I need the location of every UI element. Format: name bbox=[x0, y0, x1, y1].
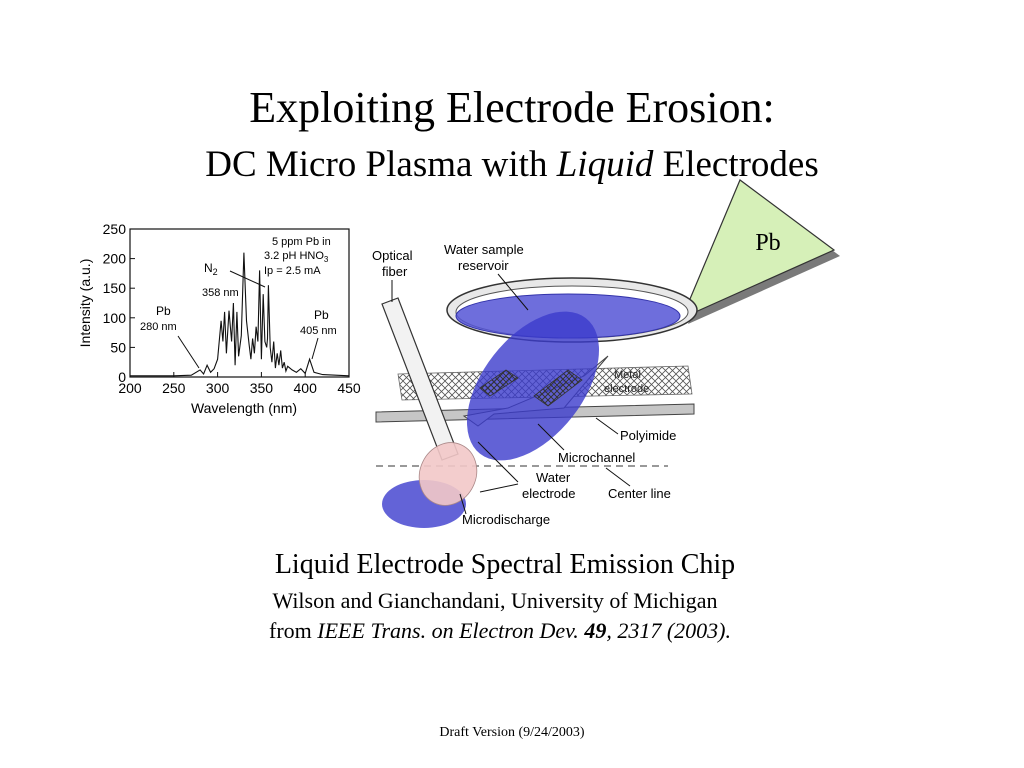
y-axis-label: Intensity (a.u.) bbox=[77, 259, 93, 348]
x-tick-label: 400 bbox=[294, 380, 318, 396]
fiber-tip-glow bbox=[418, 442, 478, 506]
slide-subtitle: DC Micro Plasma with Liquid Electrodes bbox=[0, 142, 1024, 188]
arrow-water-electrode-2 bbox=[479, 483, 519, 493]
conditions-line-3: Ip = 2.5 mA bbox=[264, 265, 321, 277]
n2-label: N2 bbox=[204, 261, 218, 277]
subtitle-italic-word: Liquid bbox=[556, 144, 654, 185]
label-optical-fiber-1: Optical bbox=[372, 248, 413, 263]
conditions-line-2: 3.2 pH HNO3 bbox=[264, 250, 329, 264]
label-optical-fiber-2: fiber bbox=[382, 264, 408, 279]
conditions-subscript: 3 bbox=[324, 255, 329, 264]
footer-draft-version: Draft Version (9/24/2003) bbox=[439, 725, 585, 740]
reference-prefix: from bbox=[269, 618, 318, 643]
x-axis-label: Wavelength (nm) bbox=[191, 400, 297, 416]
pb405-label: Pb bbox=[314, 308, 329, 322]
y-axis-ticks: 0 50 100 150 200 250 bbox=[103, 221, 135, 385]
arrow-microchannel bbox=[537, 423, 565, 451]
arrow-reservoir bbox=[497, 273, 529, 311]
figure-caption: Liquid Electrode Spectral Emission Chip bbox=[274, 549, 736, 580]
y-tick-label: 200 bbox=[103, 251, 127, 267]
reference-pages: , 2317 (2003). bbox=[606, 618, 731, 643]
x-axis-ticks: 200 250 300 350 400 450 bbox=[118, 372, 361, 396]
n2-label-text: N bbox=[204, 261, 213, 275]
y-tick-label: 250 bbox=[103, 221, 127, 237]
y-tick-label: 100 bbox=[103, 310, 127, 326]
pb405-arrow bbox=[311, 337, 319, 360]
chip-diagram: Pb Optical fiber Water sample reservoir … bbox=[372, 179, 840, 528]
label-polyimide: Polyimide bbox=[620, 428, 676, 443]
label-water-electrode-2: electrode bbox=[522, 486, 575, 501]
conditions-line-2-text: 3.2 pH HNO bbox=[264, 250, 324, 262]
arrow-microdischarge bbox=[459, 493, 467, 515]
reference-volume-wrap: 49 bbox=[584, 618, 606, 643]
n2-arrow bbox=[229, 270, 266, 288]
pb-callout bbox=[680, 179, 836, 320]
x-tick-label: 450 bbox=[337, 380, 361, 396]
label-microdischarge: Microdischarge bbox=[462, 512, 550, 527]
figure-reference: from IEEE Trans. on Electron Dev. 49, 23… bbox=[0, 618, 1000, 644]
metal-electrode-pad-left bbox=[479, 369, 519, 397]
arrow-polyimide bbox=[595, 417, 619, 435]
label-water-electrode-1: Water bbox=[536, 470, 571, 485]
x-tick-label: 200 bbox=[118, 380, 142, 396]
label-center-line: Center line bbox=[608, 486, 671, 501]
label-microchannel: Microchannel bbox=[558, 450, 635, 465]
x-tick-label: 350 bbox=[250, 380, 274, 396]
subtitle-part-1: DC Micro Plasma with bbox=[205, 144, 557, 185]
pb280-label: Pb bbox=[156, 304, 171, 318]
arrow-water-electrode-1 bbox=[477, 441, 519, 483]
label-metal-electrode-1: Metal bbox=[614, 369, 641, 381]
n2-subscript: 2 bbox=[213, 267, 218, 277]
pb405-wavelength: 405 nm bbox=[300, 325, 337, 337]
y-tick-label: 0 bbox=[118, 369, 126, 385]
n2-wavelength: 358 nm bbox=[202, 287, 239, 299]
subtitle-part-2: Electrodes bbox=[653, 144, 819, 185]
label-metal-electrode-2: electrode bbox=[604, 383, 649, 395]
slide-title: Exploiting Electrode Erosion: bbox=[249, 83, 775, 132]
metal-electrode-pad-right bbox=[533, 369, 583, 407]
x-tick-label: 300 bbox=[206, 380, 230, 396]
reference-volume: 49 bbox=[584, 618, 607, 643]
spectrum-series-line bbox=[130, 252, 350, 377]
pb280-wavelength: 280 nm bbox=[140, 321, 177, 333]
y-tick-label: 150 bbox=[103, 280, 127, 296]
figure-authors: Wilson and Gianchandani, University of M… bbox=[272, 588, 718, 613]
label-reservoir-2: reservoir bbox=[458, 258, 509, 273]
pb280-arrow bbox=[177, 335, 200, 369]
pb-callout-label: Pb bbox=[755, 230, 780, 256]
y-tick-label: 50 bbox=[110, 339, 126, 355]
x-tick-label: 250 bbox=[162, 380, 186, 396]
label-reservoir-1: Water sample bbox=[444, 242, 524, 257]
arrow-center-line bbox=[605, 467, 631, 487]
water-electrode-blob bbox=[467, 311, 599, 461]
conditions-line-1: 5 ppm Pb in bbox=[272, 236, 331, 248]
spectrum-chart: 0 50 100 150 200 250 200 250 300 350 400 450 Inten… bbox=[72, 216, 372, 420]
reference-journal: IEEE Trans. on Electron Dev. bbox=[317, 618, 585, 643]
